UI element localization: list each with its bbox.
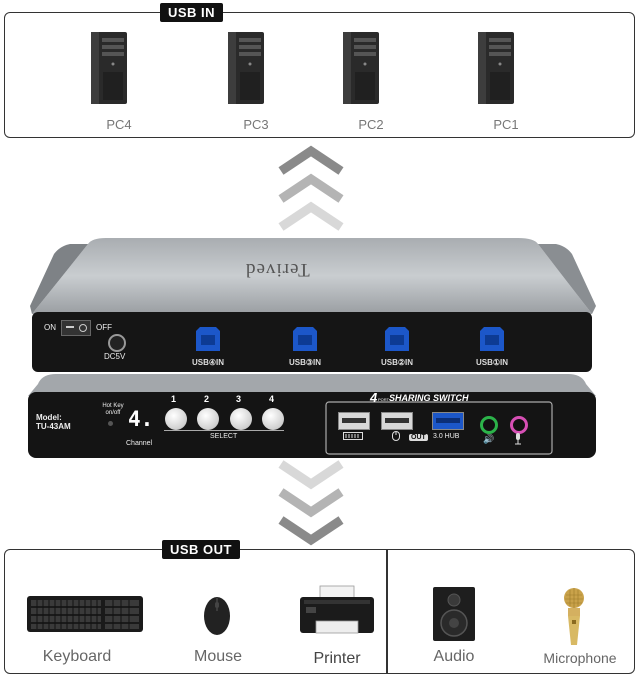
pc3-computer: PC3 (226, 30, 286, 132)
mic-jack[interactable] (510, 416, 528, 434)
button-1-number: 1 (171, 394, 177, 404)
pc1-computer: PC1 (476, 30, 536, 132)
hotkey-label: Hot Key on/off (102, 403, 124, 416)
button-2-number: 2 (204, 394, 210, 404)
mouse-device-icon (204, 597, 230, 635)
keyboard-icon (343, 432, 363, 440)
out-label: OUT (409, 434, 428, 441)
power-switch[interactable] (61, 320, 91, 336)
speaker-icon: 🔊 (483, 434, 495, 444)
power-off-label: OFF (96, 323, 112, 332)
usb-in-panel (4, 12, 635, 138)
sharing-port-count: 4 (370, 390, 378, 405)
model-label: Model: (36, 413, 62, 422)
pc1-label: PC1 (493, 117, 519, 132)
download-arrow-icon (278, 460, 344, 546)
microphone-device-icon (564, 588, 584, 645)
select-label: SELECT (208, 433, 240, 440)
hub-usb-port[interactable] (432, 412, 464, 430)
keyboard-label: Keyboard (42, 648, 112, 665)
keyboard-device-icon (27, 596, 143, 632)
dc5v-label: DC5V (104, 352, 126, 361)
panel-divider (386, 549, 388, 674)
sharing-switch-title: SHARING SWITCH (389, 393, 469, 403)
usb-in-port-4-label: USB④IN (191, 358, 225, 367)
usb-out-tag: USB OUT (162, 540, 240, 559)
keyboard-usb-port[interactable] (338, 412, 370, 430)
model-number: TU-43AM (36, 422, 71, 431)
hub-label: 3.0 HUB (433, 433, 460, 440)
usb-in-port-3-label: USB③IN (288, 358, 322, 367)
pc2-label: PC2 (358, 117, 384, 132)
usb-b-port-icon (196, 327, 220, 351)
usb-b-port-icon (385, 327, 409, 351)
microphone-icon (515, 433, 521, 445)
select-button-1[interactable] (165, 408, 187, 430)
select-button-2[interactable] (197, 408, 219, 430)
printer-device-icon (300, 585, 374, 634)
button-3-number: 3 (236, 394, 242, 404)
usb-in-port-3[interactable]: USB③IN (280, 325, 330, 367)
usb-in-tag: USB IN (160, 3, 224, 22)
usb-b-port-icon (293, 327, 317, 351)
pc4-label: PC4 (106, 117, 132, 132)
mouse-icon (392, 431, 400, 441)
pc3-label: PC3 (243, 117, 269, 132)
pc-tower-icon (478, 32, 514, 104)
pc-tower-icon (91, 32, 127, 104)
channel-label: Channel (126, 440, 153, 447)
power-on-label: ON (44, 323, 56, 332)
pc-tower-icon (343, 32, 379, 104)
printer-label: Printer (313, 650, 361, 667)
usb-out-panel (4, 549, 635, 674)
pc4-computer: PC4 (89, 30, 149, 132)
button-4-number: 4 (269, 394, 275, 404)
hotkey-led (108, 421, 113, 426)
usb-in-port-2[interactable]: USB②IN (372, 325, 422, 367)
pc2-computer: PC2 (341, 30, 401, 132)
upload-arrow-icon (278, 145, 344, 231)
pc-tower-icon (228, 32, 264, 104)
usb-in-port-4[interactable]: USB④IN (183, 325, 233, 367)
select-button-3[interactable] (230, 408, 252, 430)
channel-display: 4. (128, 407, 154, 431)
microphone-label: Microphone (543, 650, 617, 666)
speaker-device-icon (433, 587, 475, 641)
brand-logo: Terived (245, 259, 310, 280)
usb-in-port-1-label: USB①IN (475, 358, 509, 367)
usb-in-port-2-label: USB②IN (380, 358, 414, 367)
usb-b-port-icon (480, 327, 504, 351)
usb-in-port-1[interactable]: USB①IN (467, 325, 517, 367)
select-button-4[interactable] (262, 408, 284, 430)
mouse-usb-port[interactable] (381, 412, 413, 430)
audio-jack[interactable] (480, 416, 498, 434)
mouse-label: Mouse (193, 648, 243, 665)
kvm-front-unit (28, 374, 596, 458)
dc-jack[interactable] (108, 334, 126, 352)
sharing-port-label: PORT (378, 397, 390, 402)
audio-label: Audio (433, 648, 475, 665)
